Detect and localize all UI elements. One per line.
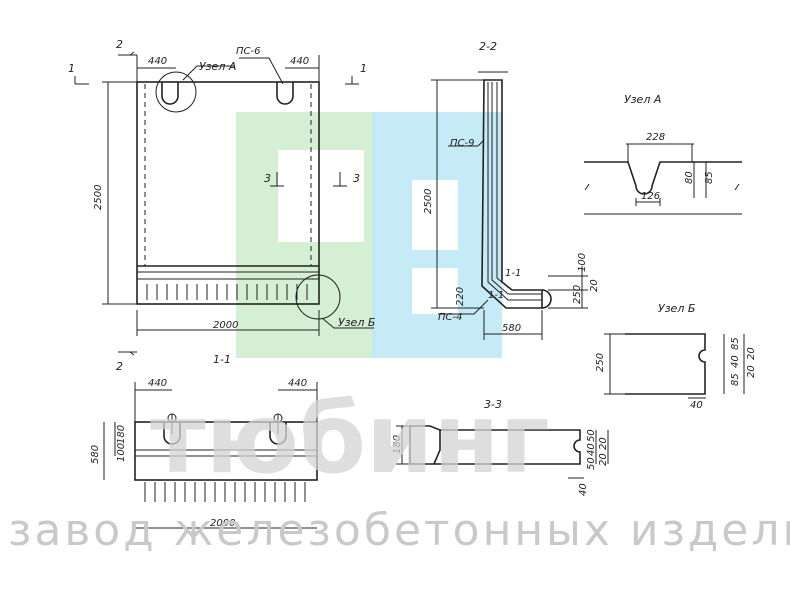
cut-mark-3-right: 3 [353, 172, 360, 185]
dim-40: 40 [730, 355, 741, 368]
dim-440-right: 440 [290, 56, 309, 67]
dim-85-b: 85 [730, 373, 741, 386]
dim-40-a: 40 [586, 443, 597, 456]
node-a-circle [155, 71, 197, 113]
node-b-circle [295, 274, 341, 320]
section-3-3: 3-3 180 50 40 50 20 20 40 [392, 398, 609, 496]
dim-580-height: 580 [90, 445, 101, 464]
node-a-detail-title: Узел А [624, 93, 661, 106]
dim-100: 100 [577, 253, 588, 272]
node-b-detail-title: Узел Б [658, 302, 695, 315]
cut-1-1-b: 1-1 [488, 290, 504, 301]
watermark-brand: тюбинг [150, 383, 550, 495]
dim-180: 180 [116, 425, 127, 444]
node-a-label: Узел А [199, 60, 236, 73]
dim-580: 580 [502, 323, 521, 334]
dim-2-2-height-2500: 2500 [423, 189, 434, 214]
dim-height-2500: 2500 [93, 185, 104, 210]
dim-20-b-3-3: 20 [598, 453, 609, 466]
dim-85: 85 [704, 171, 715, 184]
dim-20-a-3-3: 20 [598, 437, 609, 450]
section-1-1-title: 1-1 [213, 353, 231, 366]
dim-100: 100 [116, 443, 127, 462]
callout-ps9: ПС-9 [450, 138, 474, 149]
section-1-1: 1-1 440 440 580 180 100 2000 [90, 353, 318, 529]
cut-mark-3-left: 3 [264, 172, 271, 185]
rebar-ticks-section-1-1 [144, 482, 306, 502]
node-a-detail: Узел А 228 126 80 85 [584, 93, 742, 215]
dim-220: 220 [455, 287, 466, 306]
section-mark-2-top: 2 [116, 38, 123, 51]
watermark-tagline: завод железобетонных изделий [8, 505, 790, 556]
main-view: 2 2 1 1 3 3 440 440 ПС-6 Узел А Узел Б 2… [68, 38, 375, 373]
dim-250-node-b: 250 [595, 353, 606, 372]
dim-228: 228 [646, 132, 665, 143]
cut-mark-1-right: 1 [360, 62, 367, 75]
node-b-label: Узел Б [338, 316, 375, 329]
node-b-detail: Узел Б 250 85 40 85 20 20 40 [595, 302, 757, 411]
dim-250: 250 [572, 285, 583, 304]
dim-40-bottom-node-b: 40 [690, 400, 703, 411]
section-3-3-title: 3-3 [484, 398, 502, 411]
dim-85-a: 85 [730, 337, 741, 350]
section-mark-2-bottom: 2 [116, 360, 123, 373]
callout-ps6: ПС-6 [236, 46, 260, 57]
dim-20-b: 20 [746, 365, 757, 378]
section-2-2-title: 2-2 [479, 40, 497, 53]
section-2-2: 2-2 ПС-9 ПС-4 2500 580 100 250 20 220 1-… [423, 40, 600, 340]
dim-20-a: 20 [746, 347, 757, 360]
dim-width-2000: 2000 [213, 320, 238, 331]
dim-50-a: 50 [586, 429, 597, 442]
dim-126: 126 [641, 191, 660, 202]
dim-440-left-1-1: 440 [148, 378, 167, 389]
callout-ps4: ПС-4 [438, 312, 462, 323]
dim-20: 20 [589, 279, 600, 292]
cut-mark-1-left: 1 [68, 62, 75, 75]
dim-440-left: 440 [148, 56, 167, 67]
dim-2000-1-1: 2000 [210, 518, 235, 529]
dim-80: 80 [684, 171, 695, 184]
dim-50-b: 50 [586, 457, 597, 470]
dim-440-right-1-1: 440 [288, 378, 307, 389]
dim-180-3-3: 180 [392, 435, 403, 454]
cut-1-1-a: 1-1 [505, 268, 521, 279]
dim-40-bottom-3-3: 40 [578, 483, 589, 496]
